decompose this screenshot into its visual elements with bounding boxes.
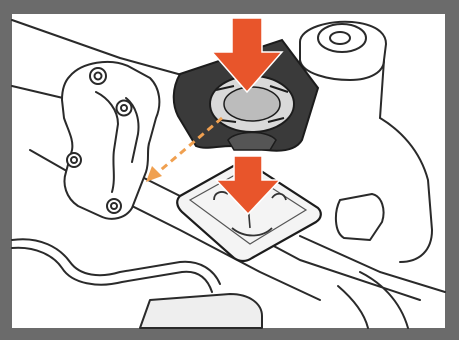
down-arrow-icon (210, 17, 284, 94)
lower-right-tube (359, 271, 409, 329)
steerer-cap-inner (329, 31, 351, 45)
down-arrow-icon (214, 155, 282, 216)
mount-dial-inner (223, 86, 281, 122)
bolt (70, 156, 78, 164)
cable (11, 238, 221, 285)
stem-body (61, 60, 161, 220)
bolt (110, 202, 118, 210)
bolt (89, 67, 107, 85)
cable (11, 246, 213, 293)
stem-inner-line (95, 91, 119, 193)
bolt (120, 104, 128, 112)
handlebar-upper-edge (11, 19, 201, 81)
bolt (93, 71, 103, 81)
bolt (115, 99, 133, 117)
steerer-cap (317, 23, 367, 53)
line-drawing (11, 19, 446, 329)
right-body (379, 117, 433, 263)
handlebar-far-edge (299, 235, 446, 293)
right-bracket (334, 193, 385, 241)
bottom-object (139, 293, 263, 329)
bolt (66, 152, 82, 168)
dashed-diagonal-arrow-icon (146, 116, 223, 182)
mount-tab (215, 85, 289, 123)
stem-clamp-line (125, 97, 140, 163)
base-plate-curve (231, 227, 273, 237)
quarter-turn-mount (172, 38, 320, 152)
mount-clip (227, 131, 277, 151)
lower-right-tube (337, 285, 369, 329)
bolt (106, 198, 122, 214)
base-plate-slot (213, 191, 287, 201)
